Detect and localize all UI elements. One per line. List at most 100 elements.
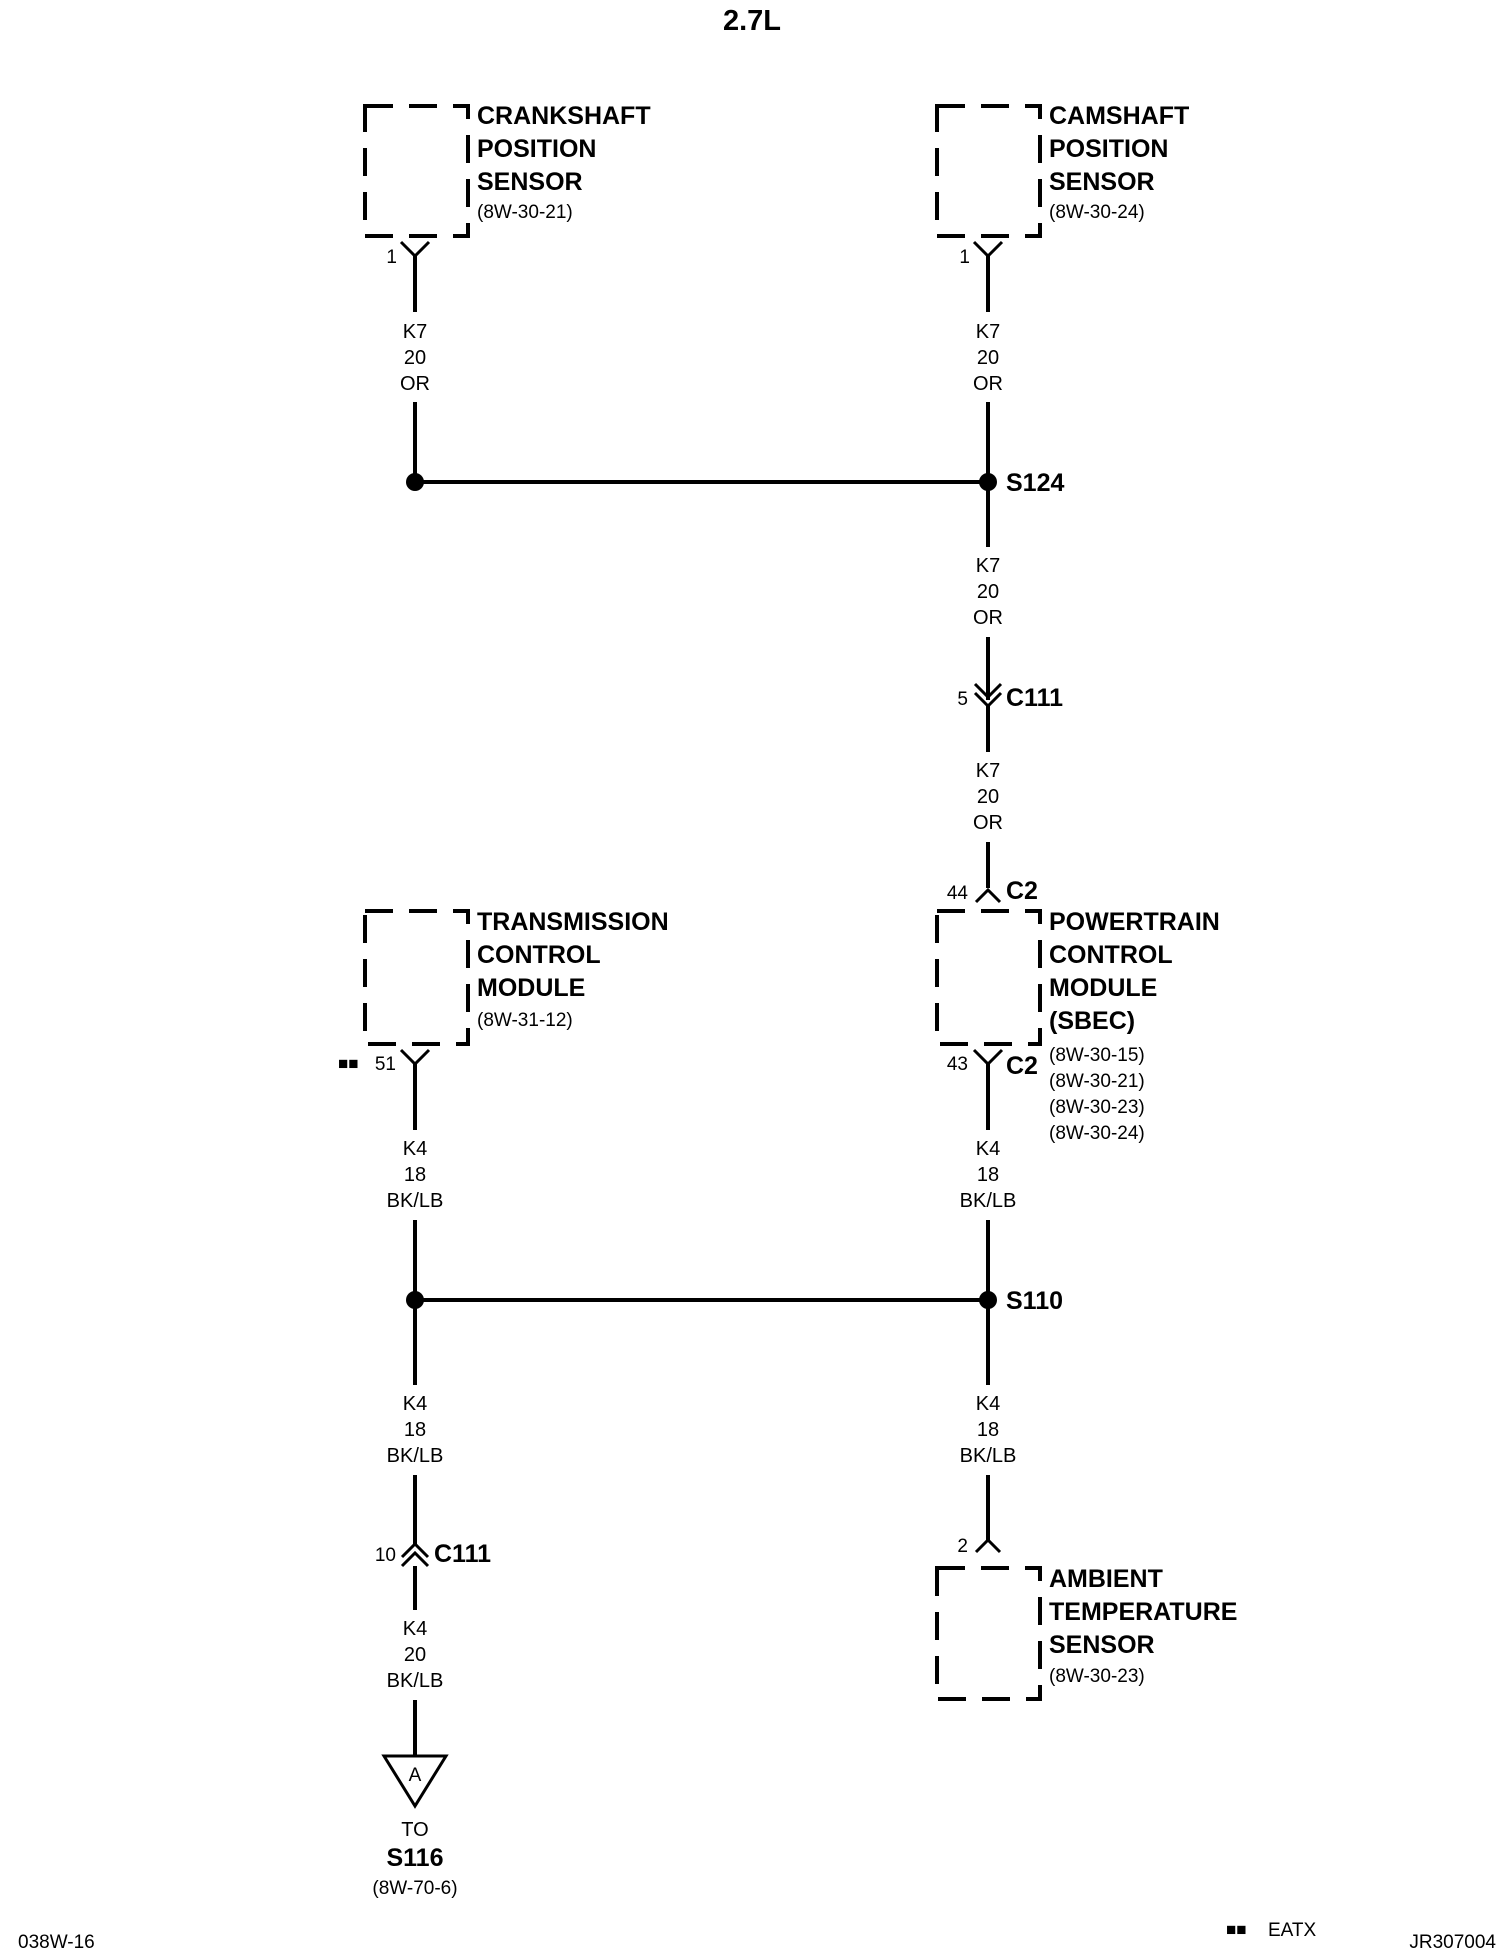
component-label: CAMSHAFT (1049, 102, 1189, 130)
splice-s110: S110 (406, 1287, 1063, 1315)
svg-text:K4: K4 (976, 1138, 1000, 1160)
component-label: TRANSMISSION (477, 908, 669, 936)
wire-label: K7 20 OR (973, 760, 1003, 834)
component-label: CONTROL (477, 941, 601, 969)
svg-text:20: 20 (977, 347, 999, 369)
pin-number: 1 (959, 247, 970, 268)
pin-number: 43 (947, 1054, 968, 1075)
wire-label: K4 18 BK/LB (387, 1138, 444, 1212)
connector-symbol (399, 240, 431, 259)
component-reference: (8W-30-21) (477, 202, 573, 223)
component-reference: (8W-31-12) (477, 1010, 573, 1031)
component-label: AMBIENT (1049, 1565, 1163, 1593)
legend-text: EATX (1268, 1920, 1317, 1941)
wire-label: K7 20 OR (400, 321, 430, 395)
svg-text:K4: K4 (403, 1138, 427, 1160)
svg-text:K4: K4 (976, 1393, 1000, 1415)
connector-label: C111 (434, 1540, 491, 1568)
component-label: POSITION (1049, 135, 1168, 163)
svg-text:BK/LB: BK/LB (387, 1670, 444, 1692)
component-reference: (8W-30-15) (1049, 1045, 1145, 1066)
svg-text:18: 18 (404, 1419, 426, 1441)
svg-text:OR: OR (973, 812, 1003, 834)
svg-text:BK/LB: BK/LB (960, 1445, 1017, 1467)
component-label: MODULE (1049, 974, 1157, 1002)
ambient-temperature-sensor: 2 AMBIENT TEMPERATURE SENSOR (8W-30-23) (935, 1536, 1237, 1701)
component-label: POWERTRAIN (1049, 908, 1220, 936)
svg-text:K7: K7 (403, 321, 427, 343)
svg-text:K4: K4 (403, 1618, 427, 1640)
splice-label: S124 (1006, 469, 1064, 497)
svg-text:K7: K7 (976, 555, 1000, 577)
reference-destination: S116 (386, 1844, 443, 1872)
component-label: SENSOR (477, 168, 583, 196)
component-label: CRANKSHAFT (477, 102, 651, 130)
connector-label: C2 (1006, 1052, 1038, 1080)
svg-text:OR: OR (400, 373, 430, 395)
wire-label: K4 20 BK/LB (387, 1618, 444, 1692)
svg-text:BK/LB: BK/LB (387, 1445, 444, 1467)
svg-text:OR: OR (973, 373, 1003, 395)
diagram-title: 2.7L (723, 5, 781, 37)
connector-symbol (974, 1537, 1002, 1554)
component-label: MODULE (477, 974, 585, 1002)
svg-text:20: 20 (404, 1644, 426, 1666)
legend-marker: ■■ (1226, 1920, 1247, 1939)
svg-text:18: 18 (977, 1419, 999, 1441)
component-label: TEMPERATURE (1049, 1598, 1237, 1626)
svg-text:BK/LB: BK/LB (960, 1190, 1017, 1212)
camshaft-position-sensor: CAMSHAFT POSITION SENSOR (8W-30-24) 1 (935, 102, 1189, 268)
connector-label: C111 (1006, 684, 1063, 712)
pin-number: 2 (957, 1536, 968, 1557)
connector-symbol (972, 1048, 1004, 1067)
offpage-reference: A TO S116 (8W-70-6) (372, 1754, 458, 1899)
transmission-control-module: TRANSMISSION CONTROL MODULE (8W-31-12) 5… (338, 908, 669, 1075)
svg-text:K7: K7 (976, 760, 1000, 782)
wire-label: K7 20 OR (973, 321, 1003, 395)
svg-text:20: 20 (977, 786, 999, 808)
component-reference: (8W-30-21) (1049, 1071, 1145, 1092)
svg-text:20: 20 (404, 347, 426, 369)
connector-c111-left: 10 C111 (375, 1540, 491, 1568)
figure-id: JR307004 (1409, 1932, 1496, 1953)
page-reference: 038W-16 (18, 1932, 95, 1953)
svg-text:OR: OR (973, 607, 1003, 629)
svg-text:18: 18 (977, 1164, 999, 1186)
connector-symbol (974, 887, 1002, 904)
connector-symbol (972, 240, 1004, 259)
eatx-marker: ■■ (338, 1054, 359, 1073)
wire-label: K4 18 BK/LB (387, 1393, 444, 1467)
component-reference: (8W-30-23) (1049, 1666, 1145, 1687)
splice-label: S110 (1006, 1287, 1063, 1315)
component-label: (SBEC) (1049, 1007, 1135, 1035)
wire-label: K4 18 BK/LB (960, 1393, 1017, 1467)
pin-number: 51 (375, 1054, 396, 1075)
component-label: POSITION (477, 135, 596, 163)
component-reference: (8W-30-24) (1049, 202, 1145, 223)
reference-to: TO (401, 1819, 428, 1841)
connector-label: C2 (1006, 877, 1038, 905)
connector-symbol (399, 1048, 431, 1067)
pin-number: 1 (386, 247, 397, 268)
svg-text:20: 20 (977, 581, 999, 603)
component-reference: (8W-30-24) (1049, 1123, 1145, 1144)
wire-label: K7 20 OR (973, 555, 1003, 629)
svg-text:BK/LB: BK/LB (387, 1190, 444, 1212)
crankshaft-position-sensor: CRANKSHAFT POSITION SENSOR (8W-30-21) 1 (363, 102, 651, 268)
component-reference: (8W-30-23) (1049, 1097, 1145, 1118)
svg-text:18: 18 (404, 1164, 426, 1186)
wire-label: K4 18 BK/LB (960, 1138, 1017, 1212)
reference-letter: A (409, 1765, 422, 1786)
pin-number: 5 (957, 689, 968, 710)
svg-text:K4: K4 (403, 1393, 427, 1415)
pin-number: 10 (375, 1545, 396, 1566)
splice-s124: S124 (406, 469, 1064, 497)
component-label: SENSOR (1049, 168, 1155, 196)
reference-page: (8W-70-6) (372, 1878, 457, 1899)
component-label: CONTROL (1049, 941, 1173, 969)
component-label: SENSOR (1049, 1631, 1155, 1659)
pin-number: 44 (947, 883, 969, 904)
connector-c111-right: 5 C111 (957, 682, 1063, 712)
powertrain-control-module: 44 C2 POWERTRAIN CONTROL MODULE (SBEC) (… (935, 877, 1220, 1144)
